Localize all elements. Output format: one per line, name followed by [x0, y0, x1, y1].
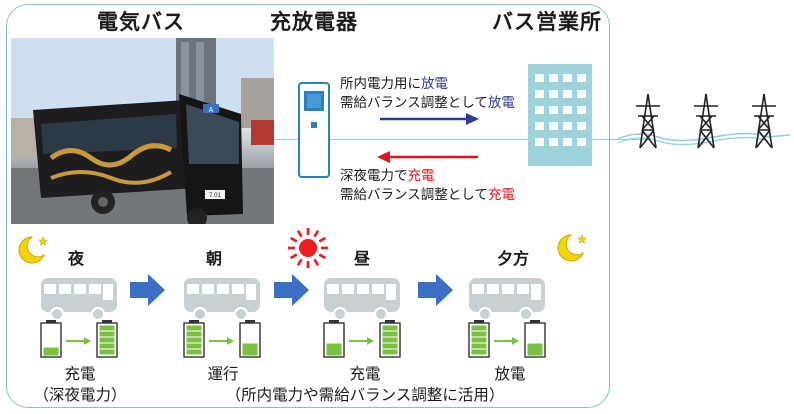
office-title: バス営業所	[492, 10, 602, 34]
bus-photo-illustration: A 7 01	[11, 38, 274, 224]
battery-transition-arrow	[209, 337, 234, 345]
bus-office-frame	[6, 4, 610, 408]
discharge-line1-prefix: 所内電力用に	[340, 76, 421, 92]
caption-line1: 充電	[349, 365, 381, 383]
timeline-label: 夕方	[497, 249, 530, 268]
timeline-caption: 運行	[153, 364, 293, 385]
caption-line2: （所内電力や需給バランス調整に活用）	[225, 386, 505, 404]
route-sign: A	[209, 107, 214, 114]
license-plate: 7 01	[209, 193, 221, 199]
bus-icon	[324, 278, 400, 321]
timeline-label: 昼	[354, 249, 371, 268]
timeline-caption: 放電	[440, 364, 580, 385]
charge-arrow	[377, 151, 478, 163]
timeline-label: 夜	[68, 249, 85, 268]
wire-charger-office	[328, 139, 528, 140]
caption-line2: （深夜電力）	[33, 386, 127, 404]
battery-before-icon	[323, 320, 345, 358]
bus-icon	[184, 278, 260, 321]
discharge-line2-prefix: 需給バランス調整として	[340, 95, 488, 111]
battery-transition-arrow	[494, 337, 519, 345]
moon-icon	[557, 234, 587, 262]
battery-before-icon	[183, 320, 205, 358]
battery-after-icon	[524, 320, 546, 358]
timeline-caption: 充電 （所内電力や需給バランス調整に活用）	[200, 364, 530, 406]
charger-title: 充放電器	[270, 10, 358, 34]
battery-after-icon	[96, 320, 118, 358]
charger-icon	[298, 82, 330, 178]
caption-line1: 放電	[494, 365, 526, 383]
discharge-arrow	[380, 113, 479, 125]
office-building-icon	[528, 64, 592, 166]
timeline-caption: 充電 （深夜電力）	[10, 364, 150, 406]
power-grid-icon	[618, 93, 790, 149]
moon-icon	[18, 236, 48, 264]
battery-after-icon	[239, 320, 261, 358]
charge-line2-prefix: 需給バランス調整として	[340, 187, 488, 203]
battery-after-icon	[379, 320, 401, 358]
discharge-message: 所内電力用に放電 需給バランス調整として放電	[340, 75, 515, 113]
charge-line1-highlight: 充電	[407, 168, 435, 184]
timeline-label: 朝	[206, 249, 223, 268]
tower-icon	[636, 93, 660, 149]
discharge-line1-highlight: 放電	[421, 76, 448, 92]
discharge-line2-highlight: 放電	[487, 95, 515, 111]
caption-line1: 充電	[64, 365, 96, 383]
battery-before-icon	[40, 320, 62, 358]
charge-message: 深夜電力で充電 需給バランス調整として充電	[340, 167, 515, 205]
battery-before-icon	[468, 320, 490, 358]
ebus-photo: A 7 01	[11, 38, 274, 224]
sun-icon	[288, 228, 328, 268]
step-arrow	[130, 274, 165, 306]
charge-line1-prefix: 深夜電力で	[340, 168, 408, 184]
wire-ebus-charger	[274, 139, 300, 140]
battery-transition-arrow	[66, 337, 91, 345]
bus-icon	[469, 278, 545, 321]
step-arrow	[274, 274, 309, 306]
wire-office-grid	[590, 139, 650, 140]
step-arrow	[418, 274, 453, 306]
bus-icon	[41, 278, 117, 321]
battery-transition-arrow	[349, 337, 374, 345]
ebus-title: 電気バス	[97, 10, 185, 34]
charge-line2-highlight: 充電	[487, 187, 515, 203]
caption-line1: 運行	[207, 365, 239, 383]
